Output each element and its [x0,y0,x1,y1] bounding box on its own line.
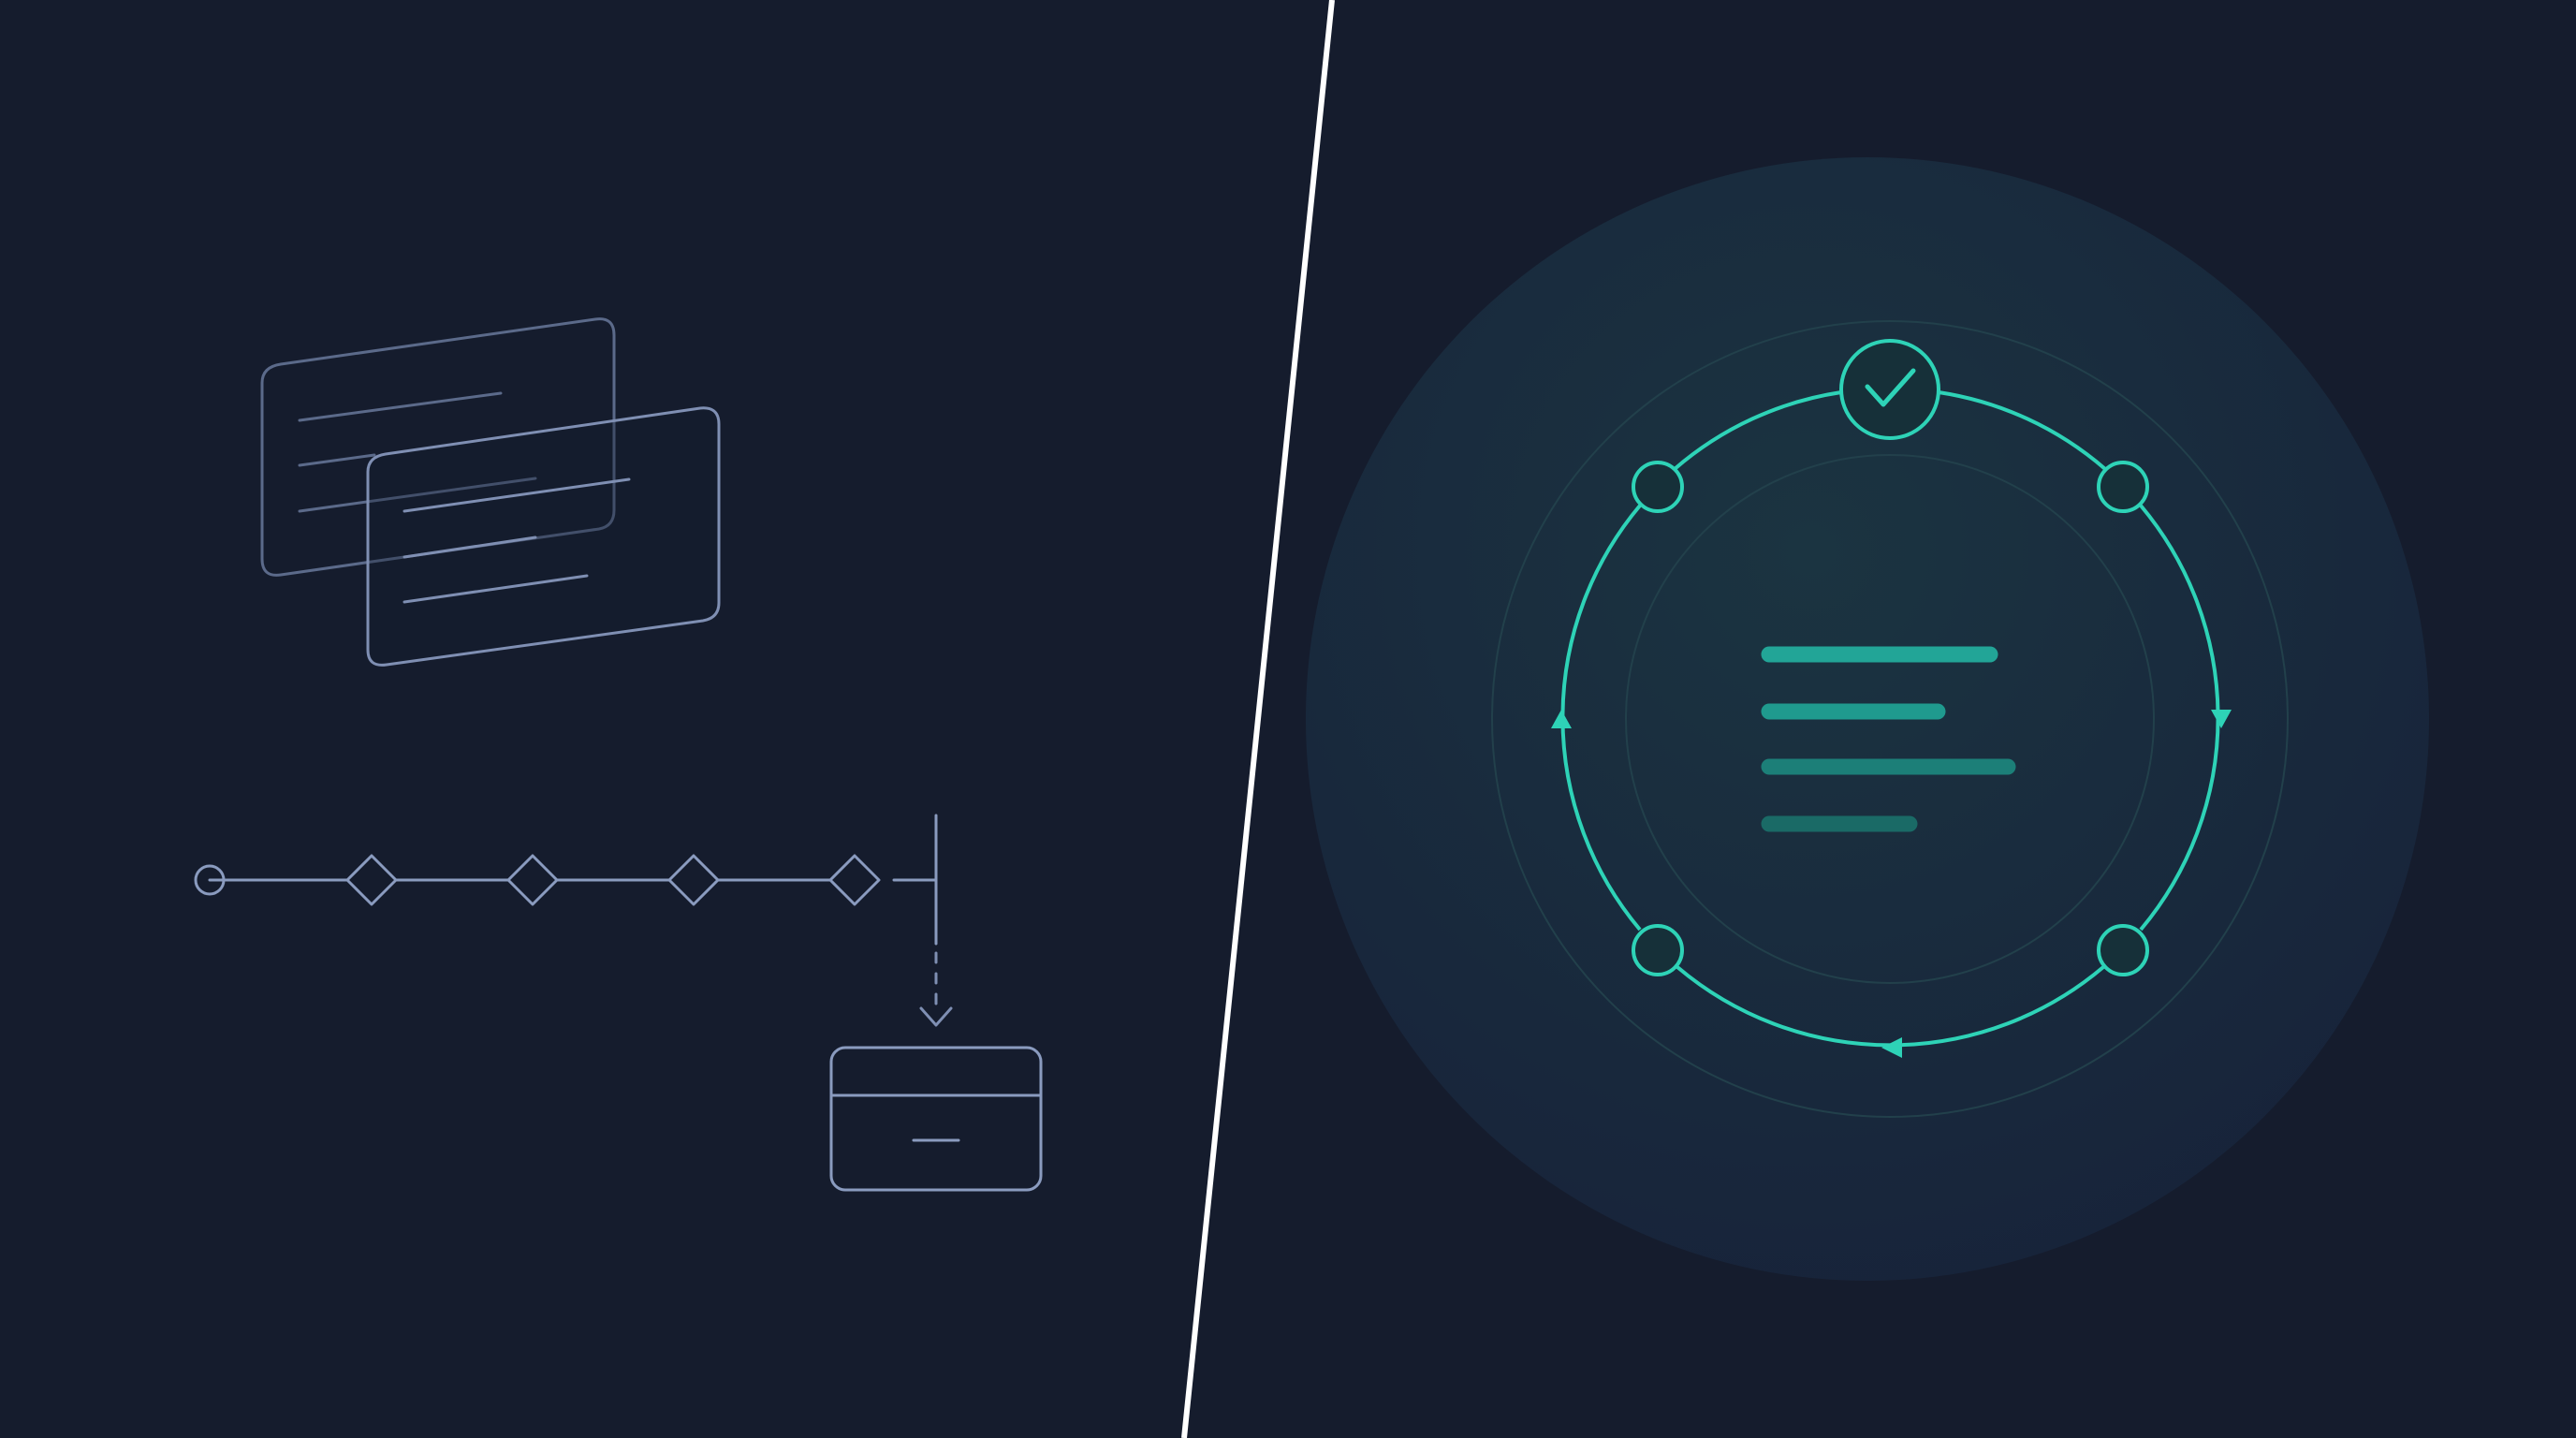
node-top-right [2097,461,2149,513]
milestone-diamond-icon [828,854,881,906]
check-node [1839,339,1940,440]
cycle-arc-top-left [1673,390,1842,471]
arrow-down-icon [919,1006,953,1027]
milestone-diamond-icon [345,854,398,906]
left-panel [194,317,1043,1192]
check-icon [1865,368,1916,407]
node-bottom-left [1632,924,1684,976]
back-card-line-2 [298,453,376,467]
center-document [1761,646,2016,832]
cycle-node-top [1839,339,1940,440]
back-card-line-3 [298,477,537,513]
front-card-frame [366,406,721,667]
front-card-line-1 [402,477,631,513]
arrow-right-down-icon [2211,710,2232,728]
front-card [366,406,721,667]
output-arrow [919,951,953,1027]
front-card-line-2 [402,536,537,559]
node-top-left [1632,461,1684,513]
arrow-left-up-icon [1551,710,1572,728]
stacked-cards [260,317,721,667]
arrow-bottom-left-icon [1881,1037,1902,1058]
front-card-line-3 [402,574,589,604]
milestone-diamond-icon [667,854,720,906]
output-card-frame [829,1046,1043,1192]
back-card [260,317,616,577]
timeline [194,814,938,946]
back-card-line-1 [298,391,503,422]
cycle-arc-top-right [1938,390,2107,471]
cycle-arrows [1551,710,2232,1058]
output-card-icon [829,1046,1043,1192]
milestone-diamond-icon [506,854,559,906]
diagonal-divider [1181,0,1335,1438]
node-bottom-right [2097,924,2149,976]
inner-ring [1625,454,2155,984]
right-panel [1306,157,2429,1281]
outer-ring [1491,320,2289,1118]
